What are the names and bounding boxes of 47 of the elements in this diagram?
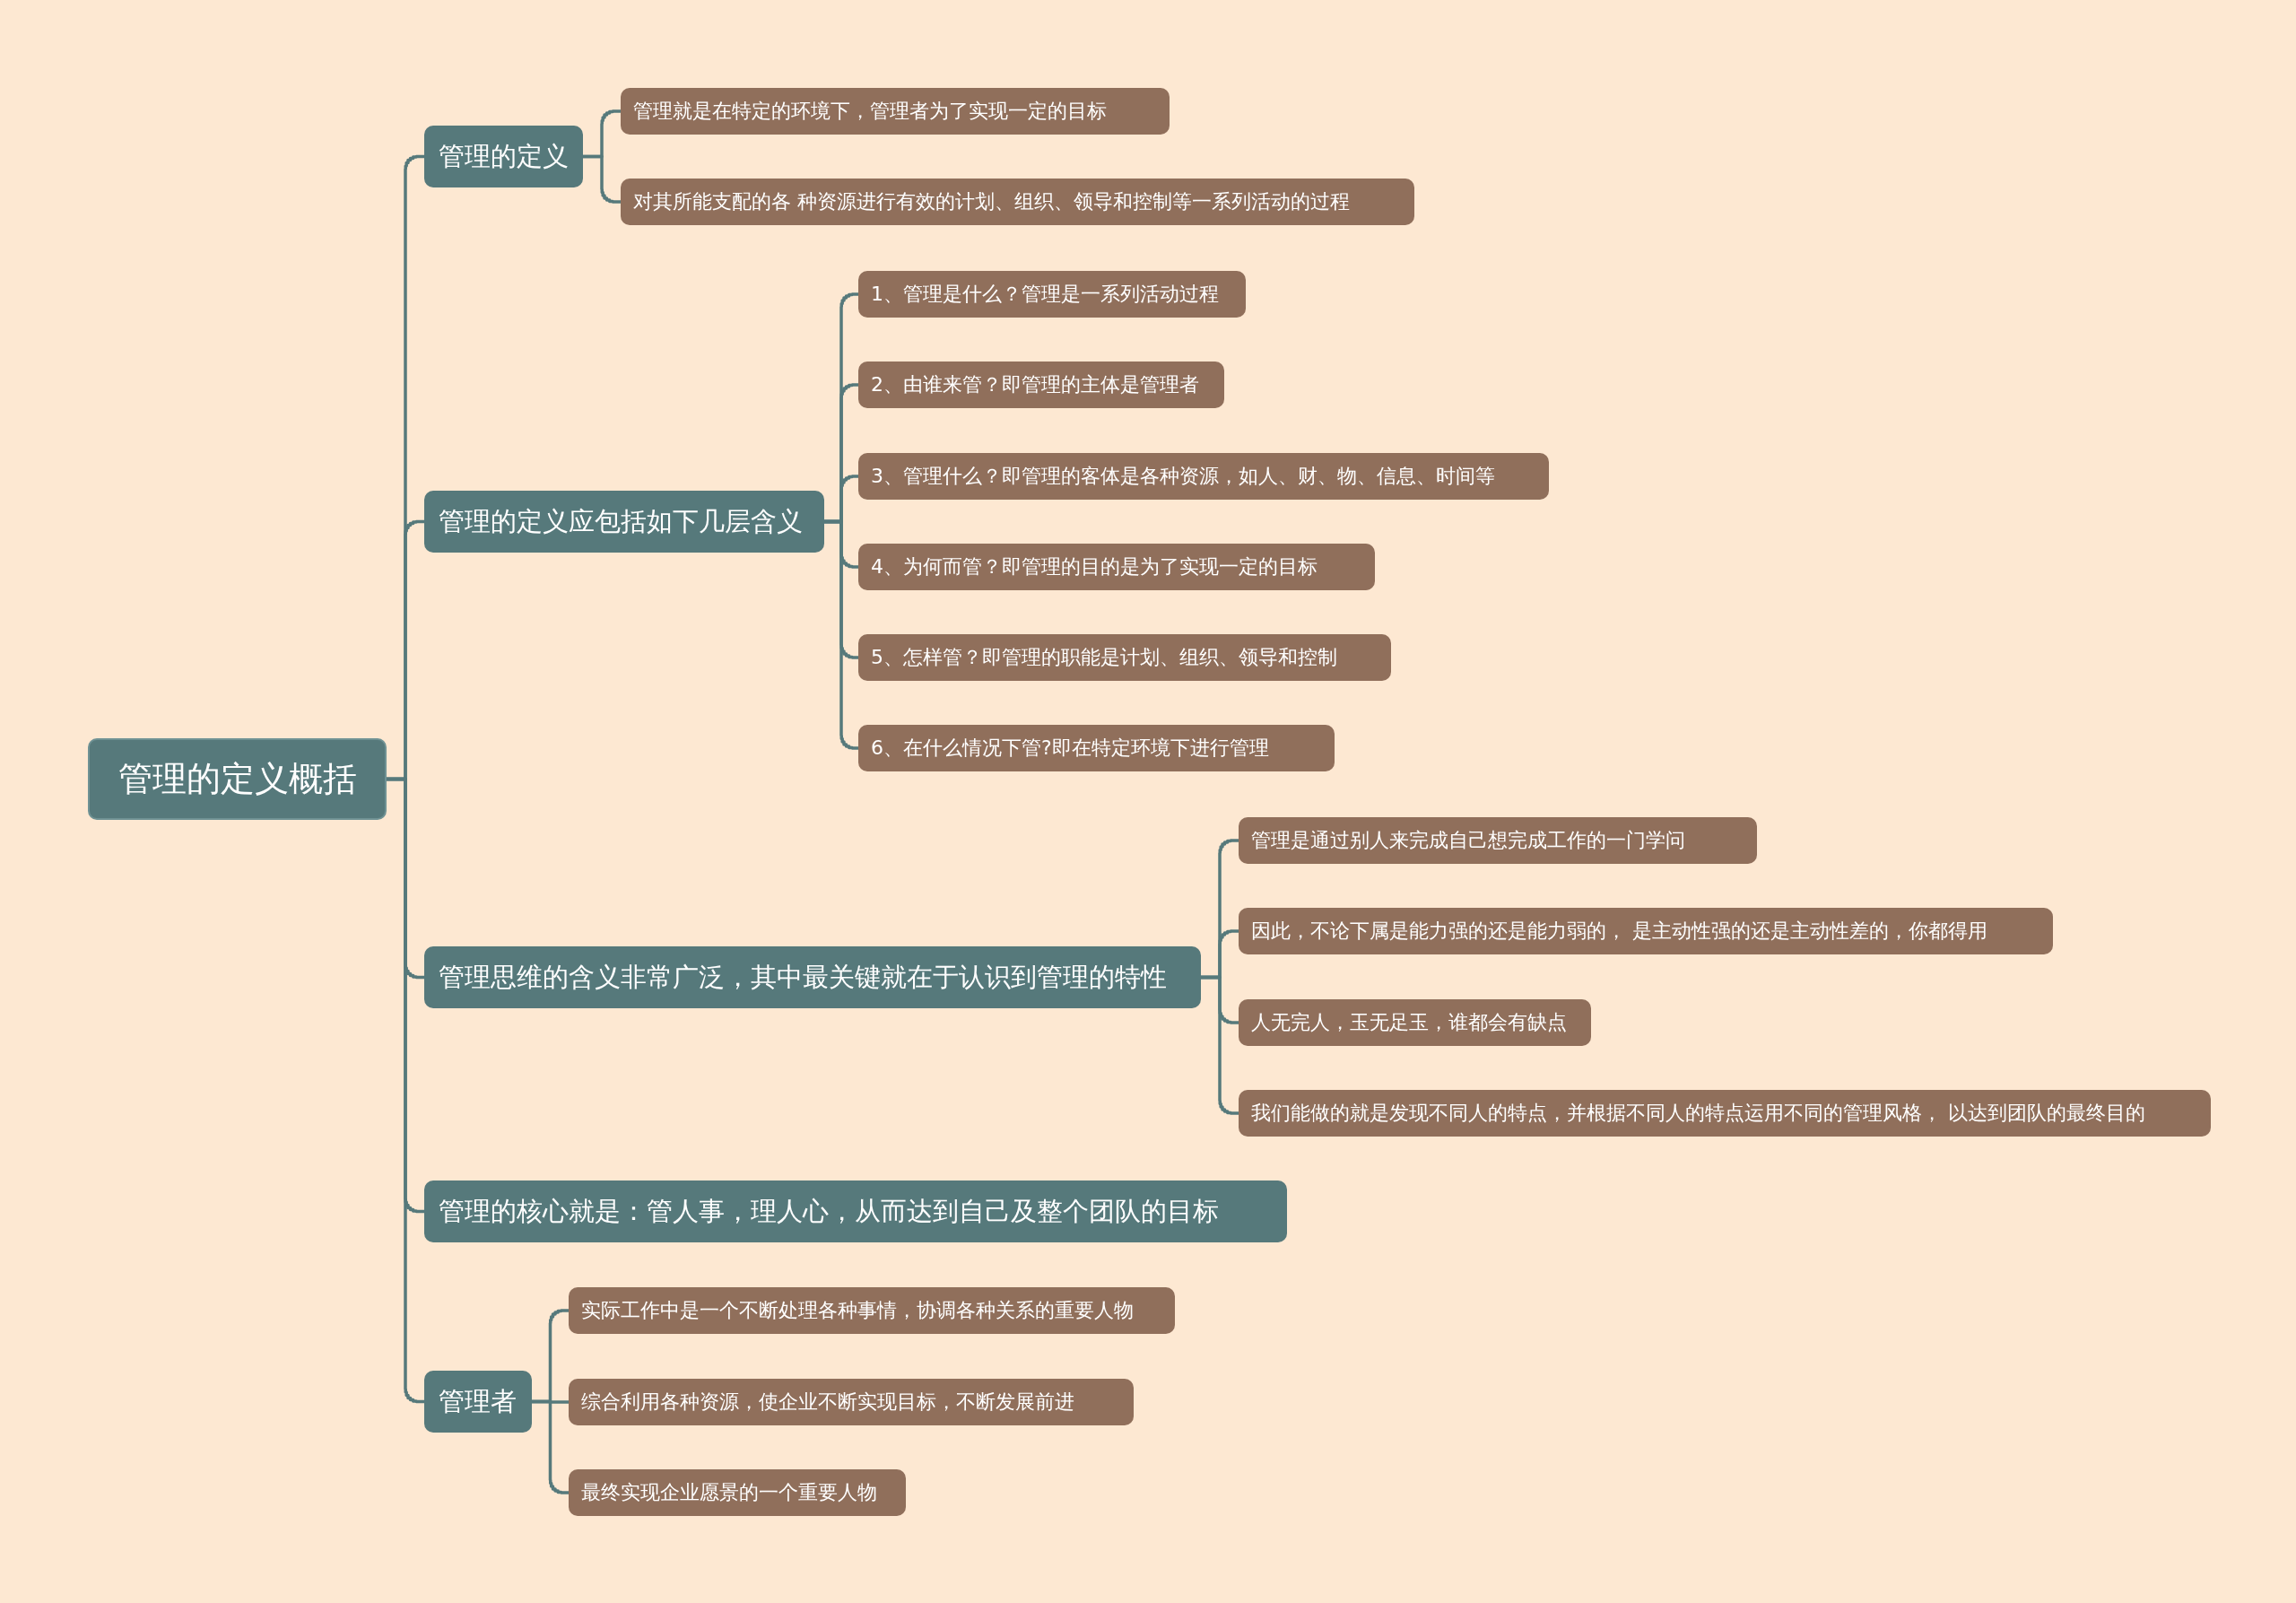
topic-text: 我们能做的就是发现不同人的特点，并根据不同人的特点运用不同的管理风格， 以达到团队的最终目的: [1251, 1101, 2145, 1126]
subtopic-box: [1239, 999, 1591, 1046]
topic-text: 人无完人，玉无足玉，谁都会有缺点: [1251, 1010, 1567, 1035]
subtopic-box: [858, 453, 1549, 500]
central-topic-box: [88, 738, 387, 820]
subtopic-box: [858, 544, 1375, 590]
connector-line: [532, 1399, 569, 1494]
topic-text: 管理的定义概括: [117, 758, 357, 800]
topic-text: 管理就是在特定的环境下，管理者为了实现一定的目标: [633, 99, 1107, 124]
topic-box: [424, 946, 1201, 1008]
topic-text: 管理是通过别人来完成自己想完成工作的一门学问: [1251, 828, 1685, 853]
topic-text: 3、管理什么？即管理的客体是各种资源，如人、财、物、信息、时间等: [871, 464, 1495, 489]
subtopic-box: [1239, 817, 1757, 864]
topic-text: 因此，不论下属是能力强的还是能力弱的， 是主动性强的还是主动性差的，你都得用: [1251, 919, 1987, 944]
topic-text: 2、由谁来管？即管理的主体是管理者: [871, 372, 1199, 397]
subtopic-box: [569, 1379, 1134, 1425]
subtopic-box: [569, 1287, 1175, 1334]
subtopic-box: [1239, 908, 2053, 954]
connector-line: [583, 154, 621, 204]
topic-text: 4、为何而管？即管理的目的是为了实现一定的目标: [871, 554, 1318, 579]
topic-text: 1、管理是什么？管理是一系列活动过程: [871, 282, 1219, 307]
subtopic-box: [858, 271, 1246, 318]
subtopic-box: [858, 362, 1224, 408]
topic-text: 管理的核心就是：管人事，理人心，从而达到自己及整个团队的目标: [439, 1194, 1219, 1228]
topic-box: [424, 1180, 1287, 1242]
topic-box: [424, 126, 583, 187]
subtopic-box: [621, 88, 1170, 135]
topic-box: [424, 1371, 532, 1433]
topic-text: 实际工作中是一个不断处理各种事情，协调各种关系的重要人物: [581, 1298, 1134, 1323]
topic-text: 最终实现企业愿景的一个重要人物: [581, 1480, 877, 1505]
subtopic-box: [621, 179, 1414, 225]
connector-line: [387, 777, 424, 1404]
topic-text: 对其所能支配的各 种资源进行有效的计划、组织、领导和控制等一系列活动的过程: [633, 189, 1350, 214]
connector-line: [824, 519, 858, 750]
subtopic-box: [1239, 1090, 2211, 1137]
topic-text: 管理思维的含义非常广泛，其中最关键就在于认识到管理的特性: [439, 960, 1167, 994]
topic-text: 管理的定义应包括如下几层含义: [439, 504, 803, 538]
topic-text: 6、在什么情况下管?即在特定环境下进行管理: [871, 736, 1269, 761]
topic-text: 管理的定义: [439, 139, 569, 173]
connector-line: [1201, 975, 1239, 1115]
topic-box: [424, 491, 824, 553]
subtopic-box: [858, 725, 1335, 771]
subtopic-box: [569, 1469, 906, 1516]
topic-text: 综合利用各种资源，使企业不断实现目标，不断发展前进: [581, 1390, 1074, 1415]
topic-text: 5、怎样管？即管理的职能是计划、组织、领导和控制: [871, 645, 1337, 670]
topic-text: 管理者: [439, 1384, 517, 1418]
subtopic-box: [858, 634, 1391, 681]
